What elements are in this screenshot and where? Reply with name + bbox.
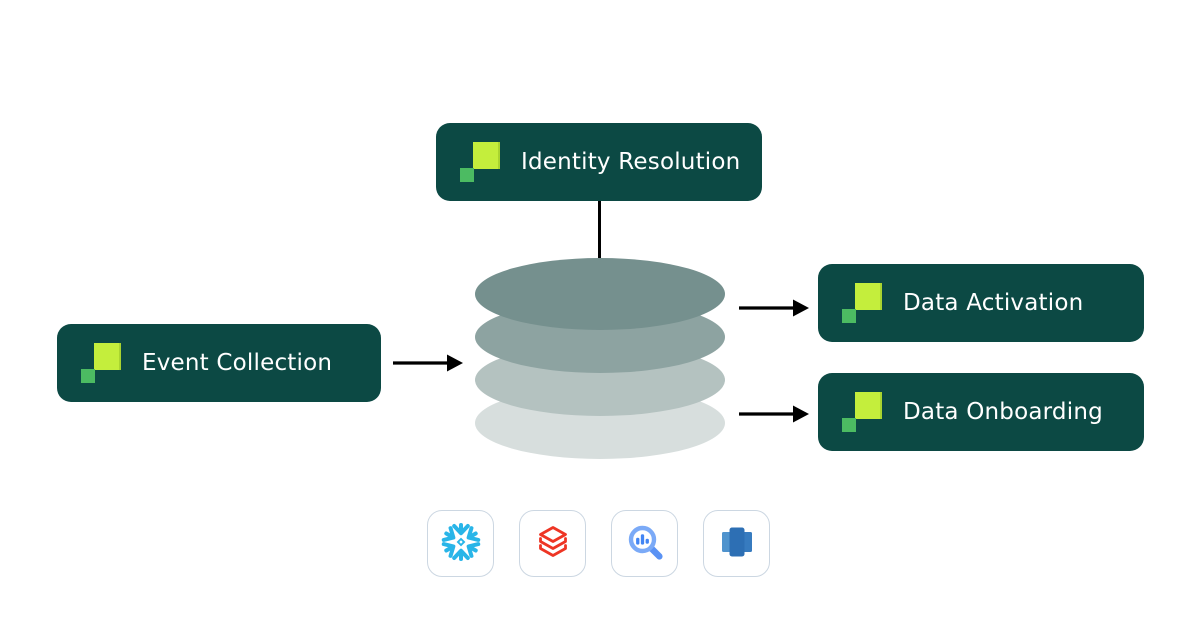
- integration-card-databricks: [519, 510, 586, 577]
- snowflake-icon: [440, 521, 482, 567]
- arrow-warehouse-to-activation-icon: [738, 298, 810, 318]
- node-label: Data Onboarding: [903, 399, 1103, 425]
- squares-logo-icon: [842, 283, 882, 323]
- databricks-icon: [533, 522, 573, 566]
- node-label: Identity Resolution: [521, 149, 741, 175]
- warehouse-stack: [475, 258, 725, 459]
- integration-card-snowflake: [427, 510, 494, 577]
- arrow-warehouse-to-onboarding-icon: [738, 404, 810, 424]
- integration-card-redshift: [703, 510, 770, 577]
- integration-row: [427, 510, 770, 577]
- node-data-activation: Data Activation: [818, 264, 1144, 342]
- redshift-icon: [717, 522, 757, 566]
- node-label: Data Activation: [903, 290, 1084, 316]
- arrow-event-to-warehouse-icon: [392, 353, 464, 373]
- squares-logo-icon: [81, 343, 121, 383]
- squares-logo-icon: [460, 142, 500, 182]
- warehouse-layer-1: [475, 258, 725, 330]
- squares-logo-icon: [842, 392, 882, 432]
- connector-identity-to-warehouse: [598, 200, 601, 258]
- node-event-collection: Event Collection: [57, 324, 381, 402]
- node-data-onboarding: Data Onboarding: [818, 373, 1144, 451]
- bigquery-icon: [625, 522, 665, 566]
- node-identity-resolution: Identity Resolution: [436, 123, 762, 201]
- integration-card-bigquery: [611, 510, 678, 577]
- node-label: Event Collection: [142, 350, 333, 376]
